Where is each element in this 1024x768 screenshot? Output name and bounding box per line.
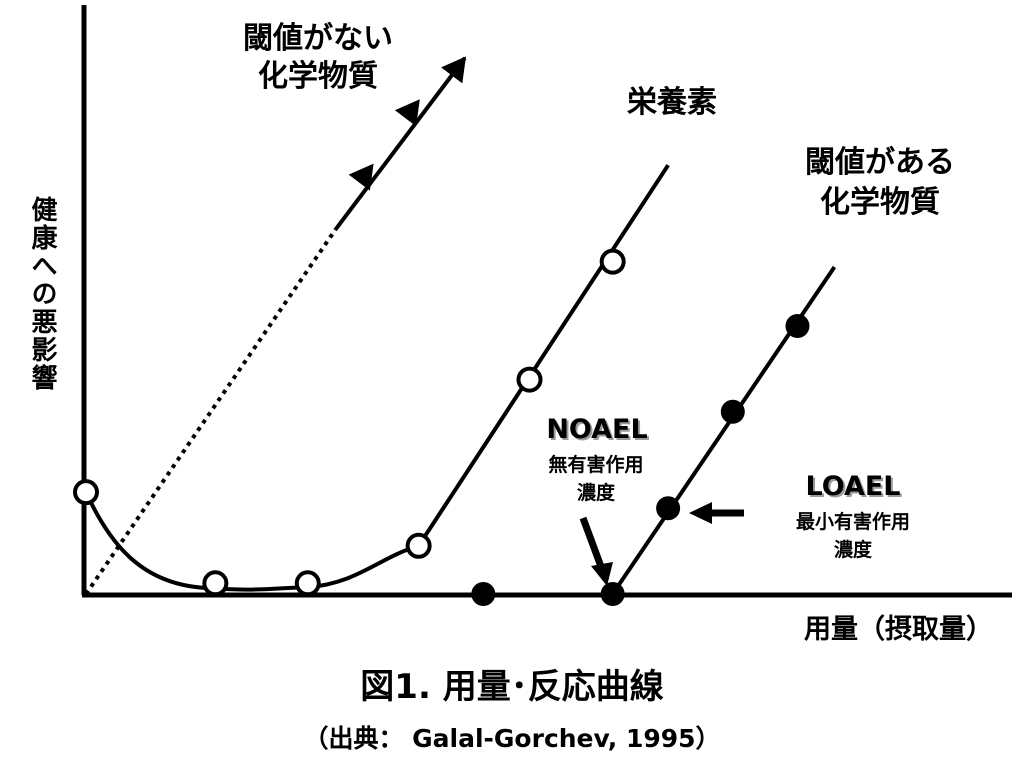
filled-circle-marker — [656, 496, 681, 521]
nutrient-line — [84, 164, 670, 592]
noael-title-shadow: NOAEL — [548, 416, 649, 447]
series-label-nutrient: 栄養素 — [627, 85, 717, 120]
noael-title: NOAEL — [546, 414, 647, 445]
filled-circle-marker — [785, 314, 810, 338]
figure-source: （出典： Galal-Gorchev, 1995） — [303, 724, 720, 753]
open-circle-marker — [405, 532, 432, 559]
triangle-marker — [348, 163, 374, 191]
open-circle-marker — [73, 479, 99, 506]
noael-arrow — [579, 516, 607, 574]
loael-desc-line2: 濃度 — [834, 538, 873, 561]
no-threshold-line — [333, 56, 467, 231]
loael-title-shadow: LOAEL — [807, 473, 902, 504]
triangle-marker — [394, 99, 420, 127]
series-label-no-threshold-line2: 化学物質 — [258, 59, 378, 94]
filled-circle-marker — [720, 399, 745, 424]
no-threshold-extrapolation-line — [84, 228, 338, 596]
figure-title: 図1. 用量･反応曲線 — [360, 667, 663, 707]
loael-arrowhead — [689, 502, 712, 524]
open-circle-marker — [599, 248, 626, 275]
noael-desc-line1: 無有害作用 — [548, 453, 643, 476]
triangle-marker — [441, 56, 466, 84]
open-circle-marker — [202, 570, 229, 597]
loael-desc-line1: 最小有害作用 — [796, 510, 910, 533]
loael-title: LOAEL — [805, 471, 900, 502]
filled-circle-marker — [600, 582, 625, 606]
series-label-threshold-line2: 化学物質 — [820, 185, 940, 220]
filled-circle-marker — [471, 582, 496, 606]
noael-desc-line2: 濃度 — [577, 481, 616, 504]
series-label-threshold-line1: 閾値がある — [805, 145, 955, 180]
y-axis-label: 健康への悪影響 — [27, 196, 57, 392]
x-axis-label: 用量（摂取量） — [804, 614, 993, 645]
open-circle-marker — [516, 366, 543, 393]
open-circle-marker — [294, 570, 321, 597]
series-markers — [73, 56, 810, 606]
series-label-no-threshold-line1: 閾値がない — [243, 21, 393, 56]
noael-arrowhead — [591, 562, 613, 586]
